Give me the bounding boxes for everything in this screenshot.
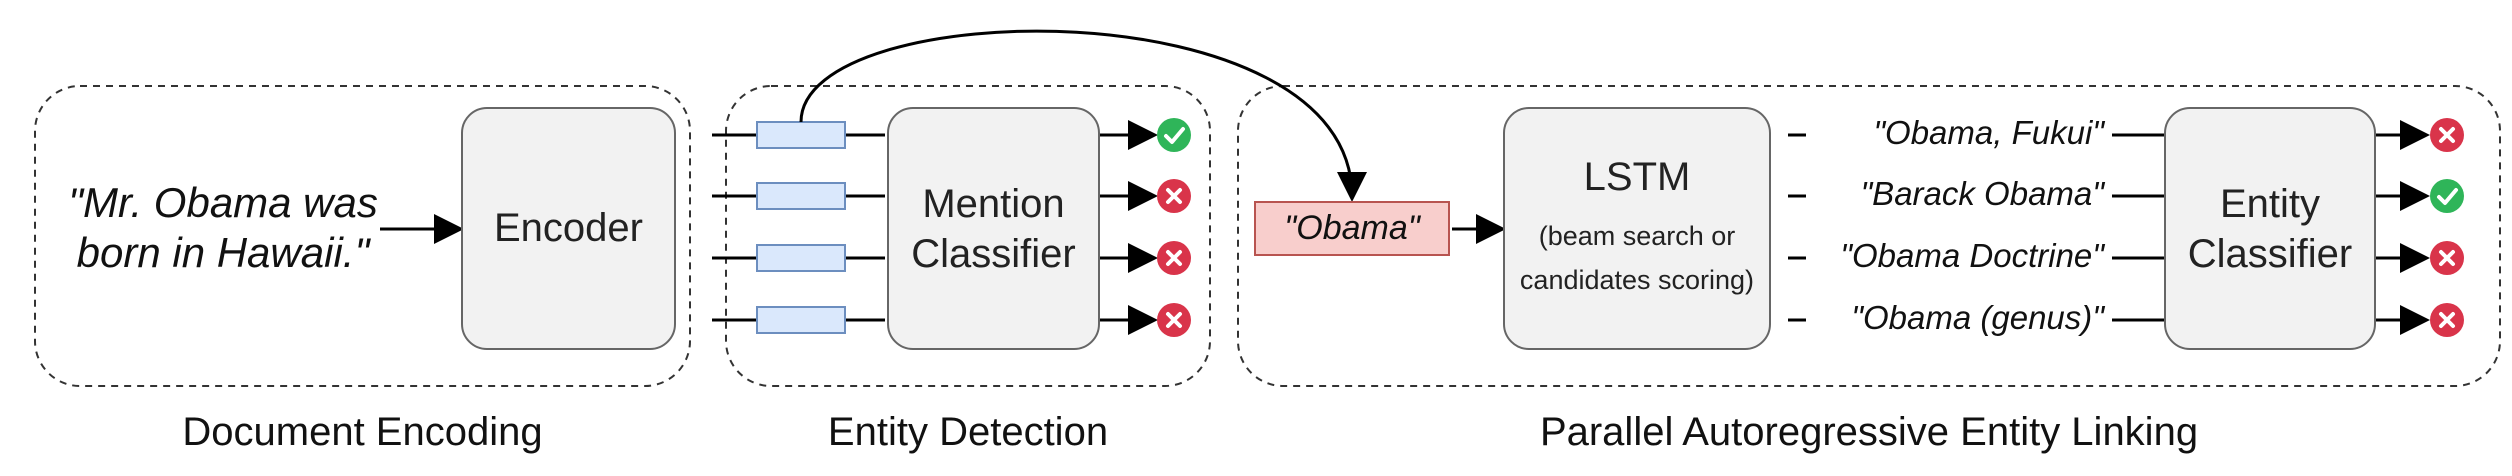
x-icon — [2430, 241, 2464, 275]
mention-label: "Obama" — [1284, 209, 1420, 247]
section-label-entity-linking: Parallel Autoregressive Entity Linking — [1539, 410, 2199, 454]
lstm-block: LSTM (beam search or candidates scoring) — [1503, 107, 1771, 350]
encoder-block: Encoder — [461, 107, 676, 350]
section-label-entity-detection: Entity Detection — [827, 410, 1109, 454]
x-icon — [2430, 303, 2464, 337]
span-box — [756, 182, 846, 210]
candidate-text: "Obama (genus)" — [1851, 299, 2104, 336]
mention-classifier-block: Mention Classifier — [887, 107, 1100, 350]
input-sentence: "Mr. Obama was born in Hawaii." — [58, 178, 388, 278]
span-to-mention-curve — [799, 29, 1367, 202]
input-sentence-line1: "Mr. Obama was — [68, 179, 378, 226]
input-sentence-line2: born in Hawaii." — [76, 229, 370, 276]
span-box — [756, 306, 846, 334]
x-icon — [1157, 179, 1191, 213]
section-entity-detection-frame — [725, 85, 1211, 387]
section-entity-linking-frame — [1237, 85, 2501, 387]
span-box — [756, 121, 846, 149]
candidate-text: "Barack Obama" — [1860, 175, 2104, 212]
entity-classifier-line2: Classifier — [2187, 231, 2353, 276]
token-lines — [712, 133, 885, 322]
mention-output-arrows — [1100, 120, 1158, 335]
lstm-title: LSTM — [1583, 155, 1691, 199]
entity-output-arrows — [2374, 120, 2430, 335]
span-boxes — [756, 121, 846, 334]
candidate-text: "Obama, Fukui" — [1873, 114, 2104, 151]
lstm-subtitle-line2: candidates scoring) — [1519, 265, 1755, 295]
check-icon — [2430, 179, 2464, 213]
lstm-subtitle-line1: (beam search or — [1538, 221, 1736, 251]
mention-classifier-line2: Classifier — [911, 231, 1076, 276]
section-label-document-encoding: Document Encoding — [182, 410, 543, 454]
check-icon — [1157, 118, 1191, 152]
section-document-encoding-frame — [34, 85, 691, 387]
entity-classifier-block: Entity Classifier — [2164, 107, 2376, 350]
x-icon — [2430, 118, 2464, 152]
mention-result-icons — [1157, 118, 1191, 337]
candidate-text: "Obama Doctrine" — [1840, 237, 2104, 274]
mention-box: "Obama" — [1254, 201, 1450, 256]
candidate-lines — [1788, 133, 2166, 322]
entity-classifier-line1: Entity — [2219, 181, 2321, 226]
entity-result-icons — [2430, 118, 2464, 337]
encoder-label: Encoder — [494, 206, 643, 250]
x-icon — [1157, 303, 1191, 337]
x-icon — [1157, 241, 1191, 275]
span-box — [756, 244, 846, 272]
mention-classifier-line1: Mention — [922, 181, 1065, 226]
